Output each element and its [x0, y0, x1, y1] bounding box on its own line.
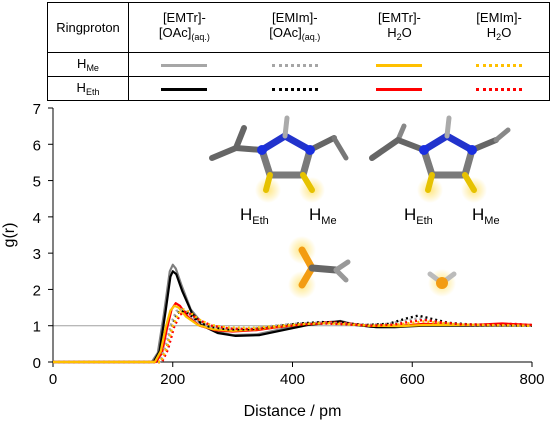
legend-row-label: HMe: [47, 52, 129, 77]
legend-cell: [128, 76, 240, 101]
col-label-sub: 2: [496, 32, 502, 42]
col-label-line1: [EMTr]-: [162, 10, 206, 25]
x-tick-label: 200: [160, 371, 185, 388]
cation-molecule-right: [369, 115, 511, 203]
legend-swatch: [161, 88, 208, 92]
series-line-4: [53, 309, 533, 364]
legend-swatch: [271, 88, 318, 92]
col-label-line1: [EMIm]-: [272, 10, 318, 25]
series-line-5: [53, 307, 533, 364]
y-tick-label: 0: [33, 355, 41, 372]
acetate-molecule: [288, 236, 351, 299]
legend-col-3: [EMIm]-H2O: [449, 2, 550, 53]
col-label-line1: [EMTr]-: [378, 10, 421, 25]
label-heth-right: HEth: [404, 205, 433, 227]
row-label-main: H: [76, 80, 86, 95]
y-axis-label: g(r): [1, 223, 18, 248]
legend-corner-label: Ringproton: [47, 2, 129, 53]
legend-row-heth: HEth: [47, 76, 550, 101]
col-label-after: O: [501, 25, 512, 40]
col-label-line1: [EMIm]-: [476, 10, 522, 25]
y-tick-label: 4: [33, 210, 41, 227]
col-label-sub: (aq.): [301, 32, 321, 42]
row-label-sub: Eth: [85, 87, 100, 97]
legend-cell: [449, 52, 550, 77]
col-label-sub: 2: [396, 32, 402, 42]
legend-cell: [239, 52, 350, 77]
series-line-7: [53, 308, 533, 364]
y-tick-label: 6: [33, 137, 41, 154]
y-tick-label: 2: [33, 282, 41, 299]
row-label-main: H: [77, 56, 87, 71]
molecule-illustrations: HEth HMe HEth HMe: [209, 115, 511, 299]
legend-swatch: [476, 64, 523, 68]
series-line-3: [53, 304, 533, 364]
row-label-sub: Me: [86, 63, 99, 73]
legend-header-row: Ringproton [EMTr]-[OAc](aq.) [EMIm]-[OAc…: [47, 2, 550, 53]
legend-col-0: [EMTr]-[OAc](aq.): [128, 2, 240, 53]
x-tick-label: 0: [49, 371, 57, 388]
series-group: [53, 263, 533, 364]
legend-cell: [349, 76, 450, 101]
legend-swatch: [376, 64, 423, 68]
col-label-line2: [OAc]: [269, 25, 302, 40]
col-label-line2: H: [387, 25, 397, 40]
label-heth-left: HEth: [240, 205, 269, 227]
col-label-sub: (aq.): [191, 32, 210, 42]
water-molecule: [427, 269, 457, 297]
series-line-2: [53, 302, 533, 364]
x-tick-label: 400: [280, 371, 305, 388]
y-tick-label: 1: [33, 319, 41, 336]
col-label-line2: H: [486, 25, 497, 40]
legend-row-label: HEth: [47, 76, 129, 101]
legend-row-hme: HMe: [47, 52, 550, 77]
legend-swatch: [271, 64, 318, 68]
legend-cell: [449, 76, 550, 101]
cation-molecule-left: [209, 115, 349, 203]
col-label-after: O: [401, 25, 412, 40]
series-line-6: [53, 310, 533, 364]
x-axis-label: Distance / pm: [244, 403, 342, 420]
y-tick-label: 3: [33, 246, 41, 263]
legend-table: Ringproton [EMTr]-[OAc](aq.) [EMIm]-[OAc…: [47, 2, 550, 101]
legend-swatch: [476, 88, 523, 92]
legend-cell: [349, 52, 450, 77]
x-tick-label: 600: [400, 371, 425, 388]
y-tick-label: 7: [33, 101, 41, 118]
col-label-line2: [OAc]: [158, 25, 192, 40]
label-hme-right: HMe: [472, 205, 500, 227]
y-tick-label: 5: [33, 174, 41, 191]
legend-swatch: [161, 64, 208, 68]
label-hme-left: HMe: [309, 205, 337, 227]
x-tick-label: 800: [519, 371, 544, 388]
legend-col-2: [EMTr]-H2O: [349, 2, 450, 53]
series-line-1: [53, 270, 532, 364]
legend-swatch: [376, 88, 423, 92]
legend-cell: [239, 76, 350, 101]
